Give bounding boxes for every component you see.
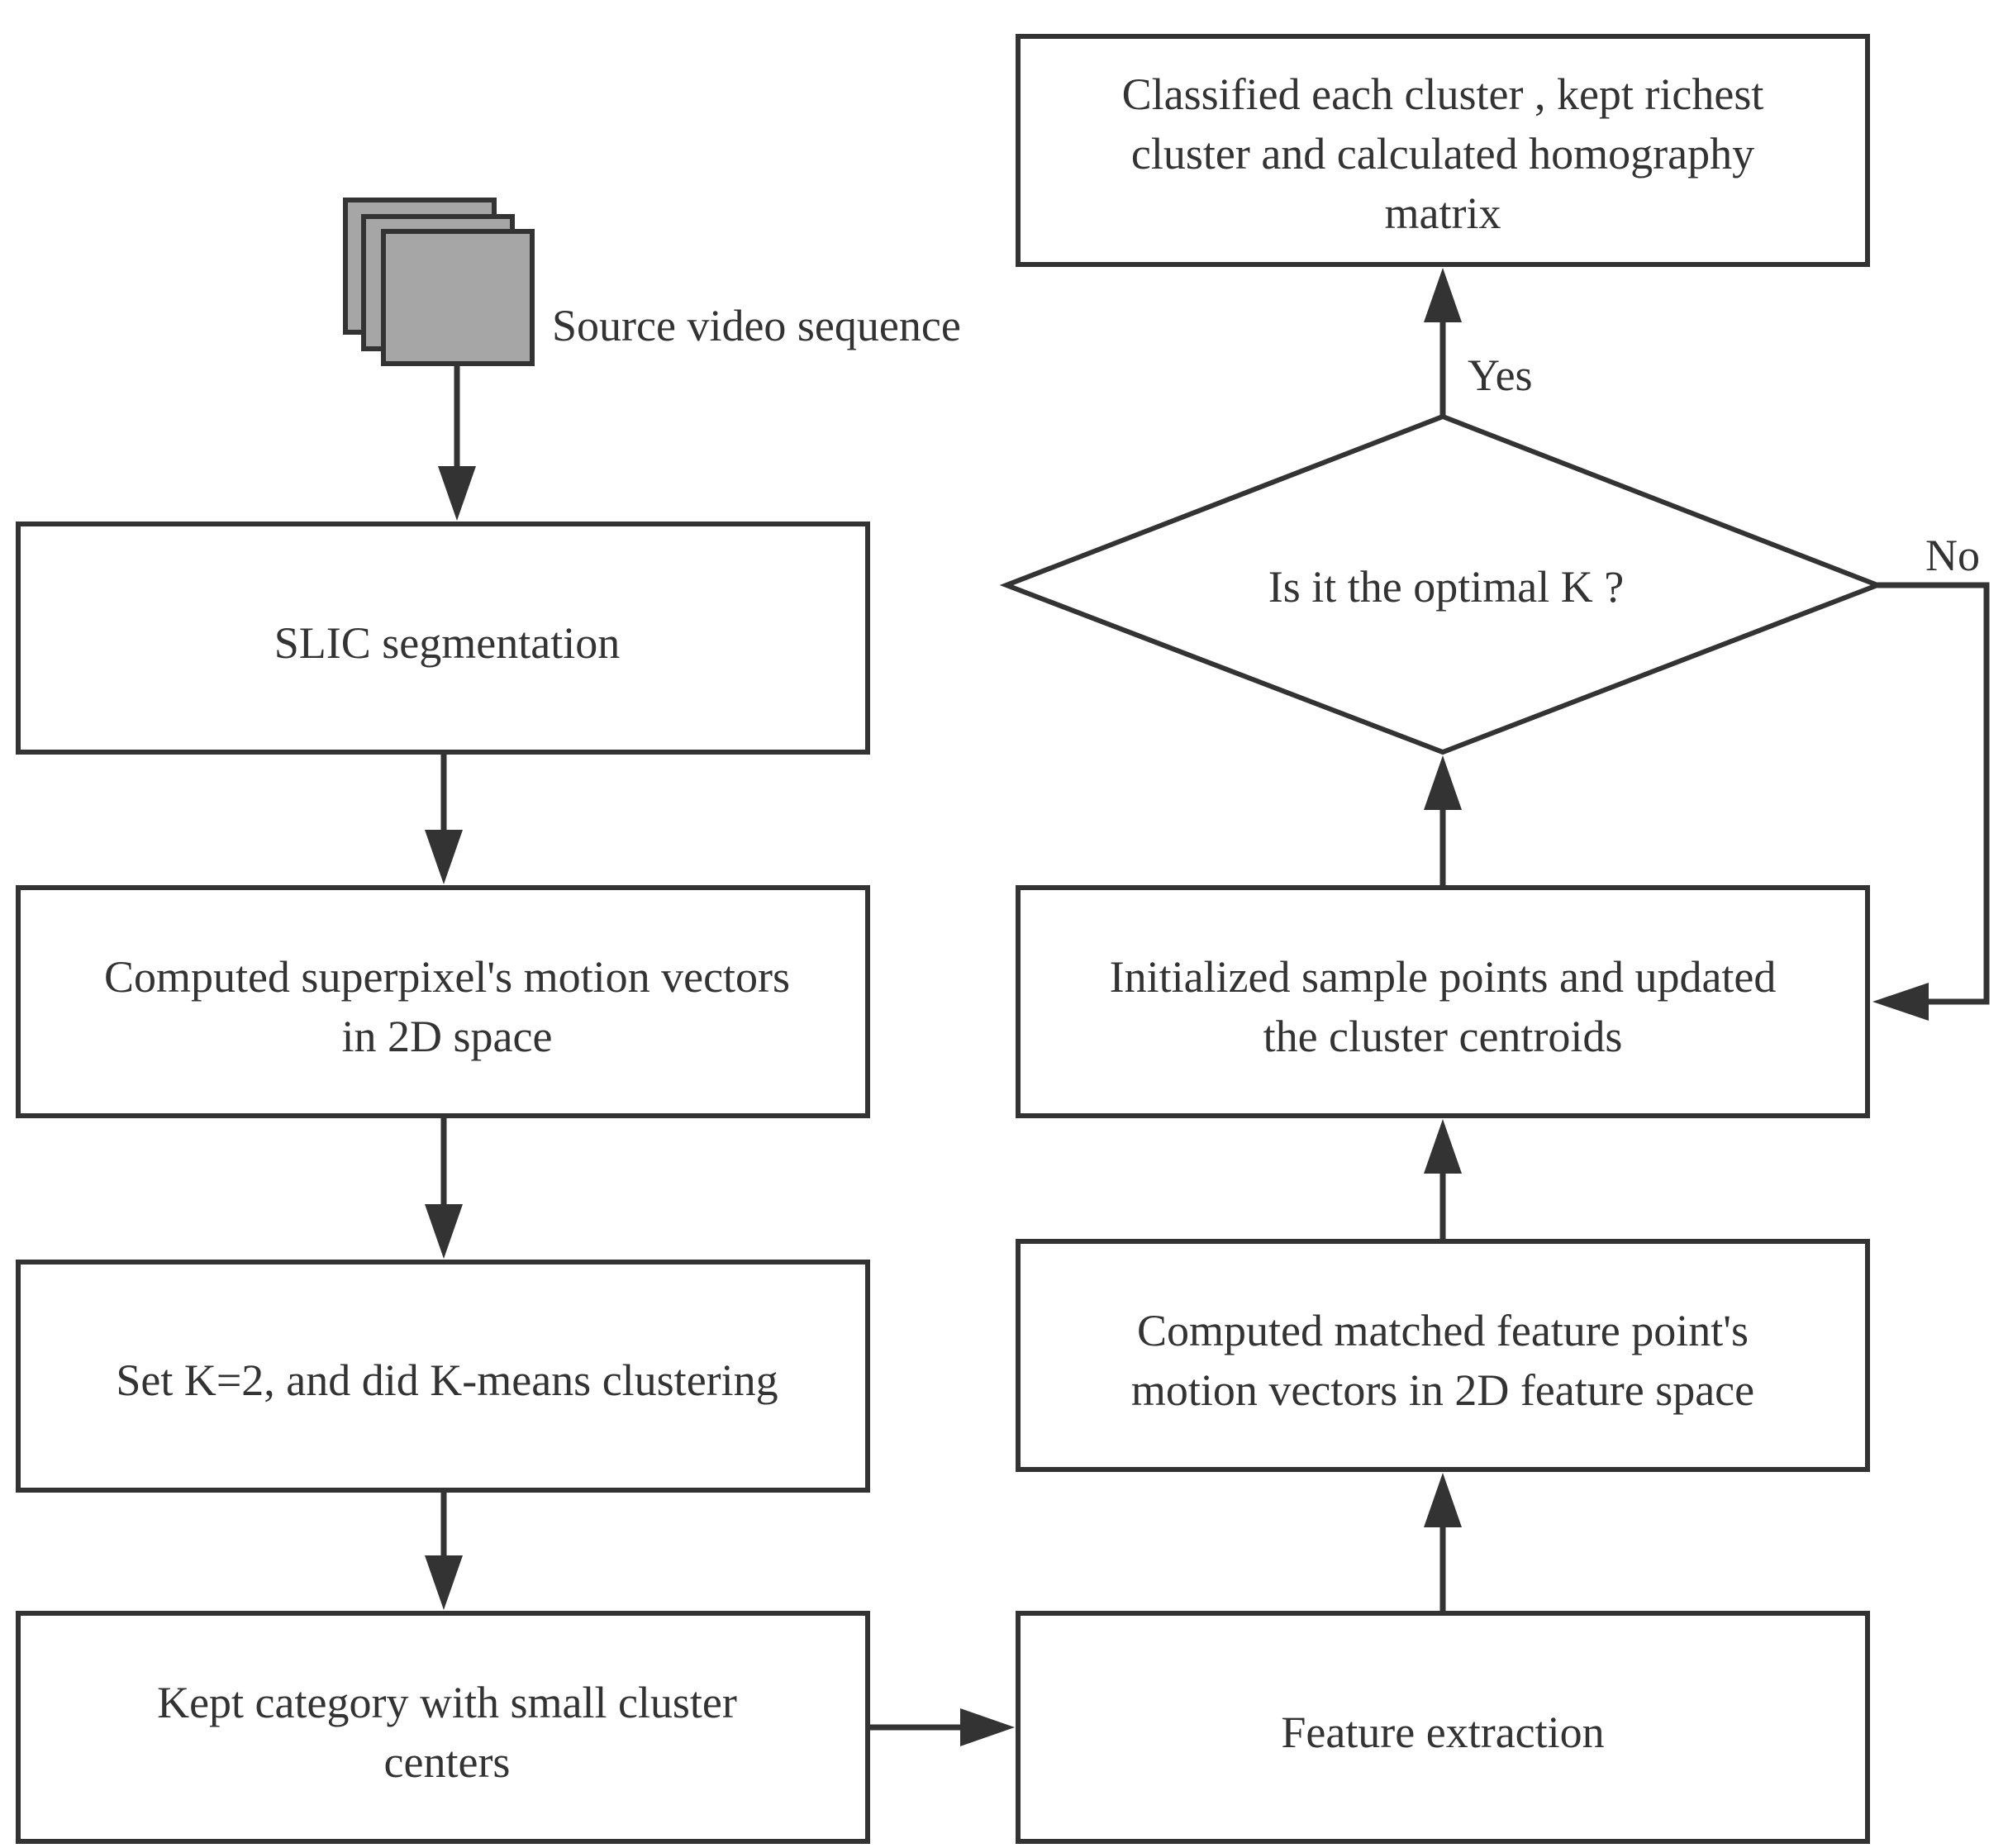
- arrow-feature-to-matched: [1424, 1473, 1462, 1613]
- arrow-init-to-decision: [1424, 755, 1462, 888]
- small-cluster-label-line2: centers: [384, 1737, 511, 1787]
- arrow-decision-yes: [1424, 268, 1462, 417]
- optimal-k-decision: Is it the optimal K ?: [999, 413, 1885, 755]
- superpixel-motion-label-line1: Computed superpixel's motion vectors: [104, 952, 790, 1002]
- feature-extraction-label: Feature extraction: [1281, 1707, 1604, 1757]
- classified-label-line2: cluster and calculated homography: [1131, 129, 1754, 179]
- matched-motion-label-line2: motion vectors in 2D feature space: [1131, 1365, 1754, 1415]
- matched-motion-label-line1: Computed matched feature point's: [1137, 1306, 1749, 1355]
- superpixel-motion-box: Computed superpixel's motion vectors in …: [16, 885, 870, 1118]
- classified-cluster-box: Classified each cluster , kept richest c…: [1016, 34, 1870, 267]
- arrow-matched-to-init: [1424, 1119, 1462, 1241]
- init-samples-label-line2: the cluster centroids: [1263, 1012, 1623, 1061]
- optimal-k-label: Is it the optimal K ?: [1268, 562, 1624, 612]
- slic-segmentation-box: SLIC segmentation: [16, 522, 870, 755]
- arrow-motion-to-kmeans: [425, 1116, 463, 1259]
- init-samples-box: Initialized sample points and updated th…: [1016, 885, 1870, 1118]
- feature-extraction-box: Feature extraction: [1016, 1611, 1870, 1844]
- init-samples-label-line1: Initialized sample points and updated: [1110, 952, 1777, 1002]
- arrow-kmeans-to-cluster: [425, 1490, 463, 1610]
- classified-label-line1: Classified each cluster , kept richest: [1122, 69, 1764, 119]
- yes-label: Yes: [1468, 350, 1533, 400]
- slic-segmentation-label: SLIC segmentation: [274, 618, 620, 668]
- arrow-cluster-to-feature: [868, 1708, 1015, 1746]
- kmeans-clustering-box: Set K=2, and did K-means clustering: [16, 1260, 870, 1493]
- matched-motion-box: Computed matched feature point's motion …: [1016, 1239, 1870, 1472]
- arrow-decision-no-loop: [1872, 582, 1990, 1021]
- superpixel-motion-label-line2: in 2D space: [342, 1012, 553, 1061]
- kmeans-clustering-label: Set K=2, and did K-means clustering: [116, 1355, 778, 1405]
- classified-label-line3: matrix: [1385, 188, 1501, 238]
- arrow-slic-to-motion: [425, 752, 463, 884]
- small-cluster-box: Kept category with small cluster centers: [16, 1611, 870, 1844]
- no-label: No: [1925, 531, 1980, 580]
- source-video-label: Source video sequence: [552, 301, 961, 350]
- video-frames-icon: [343, 198, 535, 366]
- arrow-source-to-slic: [438, 364, 476, 521]
- small-cluster-label-line1: Kept category with small cluster: [157, 1678, 737, 1727]
